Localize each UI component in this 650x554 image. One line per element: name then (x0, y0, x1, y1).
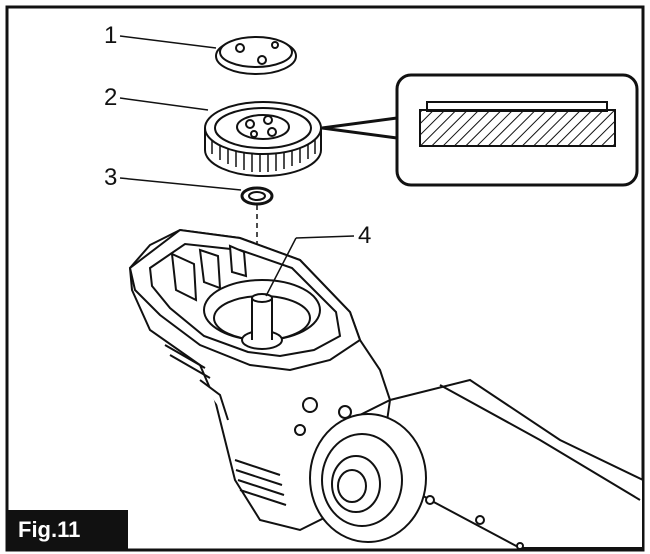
callout-number-2: 2 (104, 84, 118, 111)
bearing-collar (309, 413, 427, 543)
callout-leader-2 (119, 97, 209, 111)
figure-label-badge: Fig.11 (8, 510, 128, 550)
part-2-gear (204, 101, 322, 177)
gear-housing (128, 228, 392, 532)
detail-callout-box (321, 73, 639, 187)
part-3-washer (240, 186, 274, 206)
callout-leader-1 (119, 35, 217, 49)
callout-leader-4 (295, 235, 355, 239)
part-1-cover-plate (215, 36, 297, 75)
figure-border (5, 5, 645, 552)
callout-number-4: 4 (358, 222, 372, 249)
tooth-profile-hatched (419, 109, 616, 147)
callout-leader-4b (265, 237, 297, 297)
callout-leader-3 (119, 177, 242, 191)
callout-number-1: 1 (104, 22, 118, 49)
callout-number-3: 3 (104, 164, 118, 191)
part-4-spindle (241, 293, 283, 350)
